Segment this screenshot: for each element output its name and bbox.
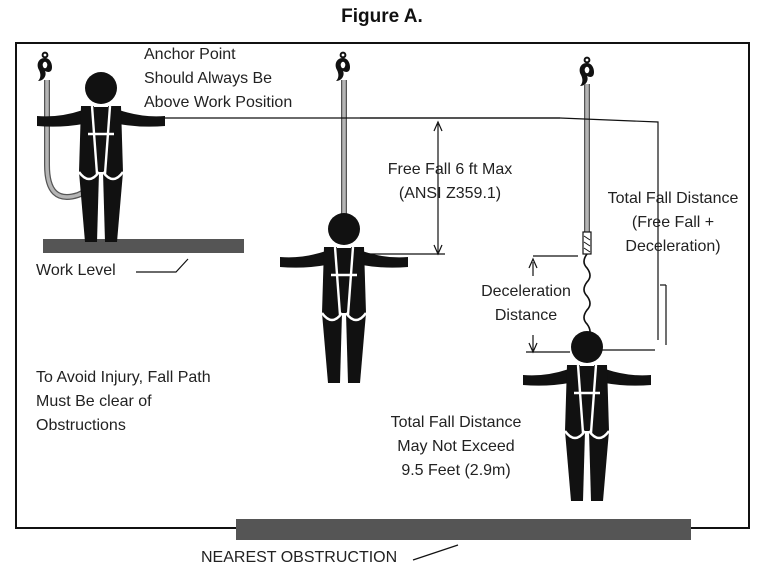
person-in-harness-icon [278,211,410,385]
work-level-platform [43,239,244,253]
figure-title: Figure A. [341,6,423,27]
work-level-label: Work Level [36,262,116,279]
anchor-point-label: Anchor Point Should Always Be Above Work… [144,46,293,111]
deceleration-distance-label: Deceleration Distance [481,283,571,324]
nearest-obstruction-bar [236,519,691,540]
obstruction-leader [412,544,459,561]
carabiner-hook-icon [578,56,595,87]
free-fall-label: Free Fall 6 ft Max (ANSI Z359.1) [387,161,513,202]
carabiner-hook-icon [36,51,53,82]
person-in-harness-icon [521,329,653,503]
total-fall-distance-label: Total Fall Distance (Free Fall + Deceler… [607,190,739,255]
deployed-absorber-coil [583,253,591,339]
work-level-leader [136,258,189,273]
carabiner-hook-icon [334,51,351,82]
total-not-exceed-label: Total Fall Distance May Not Exceed 9.5 F… [390,414,522,479]
avoid-injury-label: To Avoid Injury, Fall Path Must Be clear… [36,369,211,434]
nearest-obstruction-label: NEAREST OBSTRUCTION [201,549,398,566]
shock-absorber [582,231,592,255]
